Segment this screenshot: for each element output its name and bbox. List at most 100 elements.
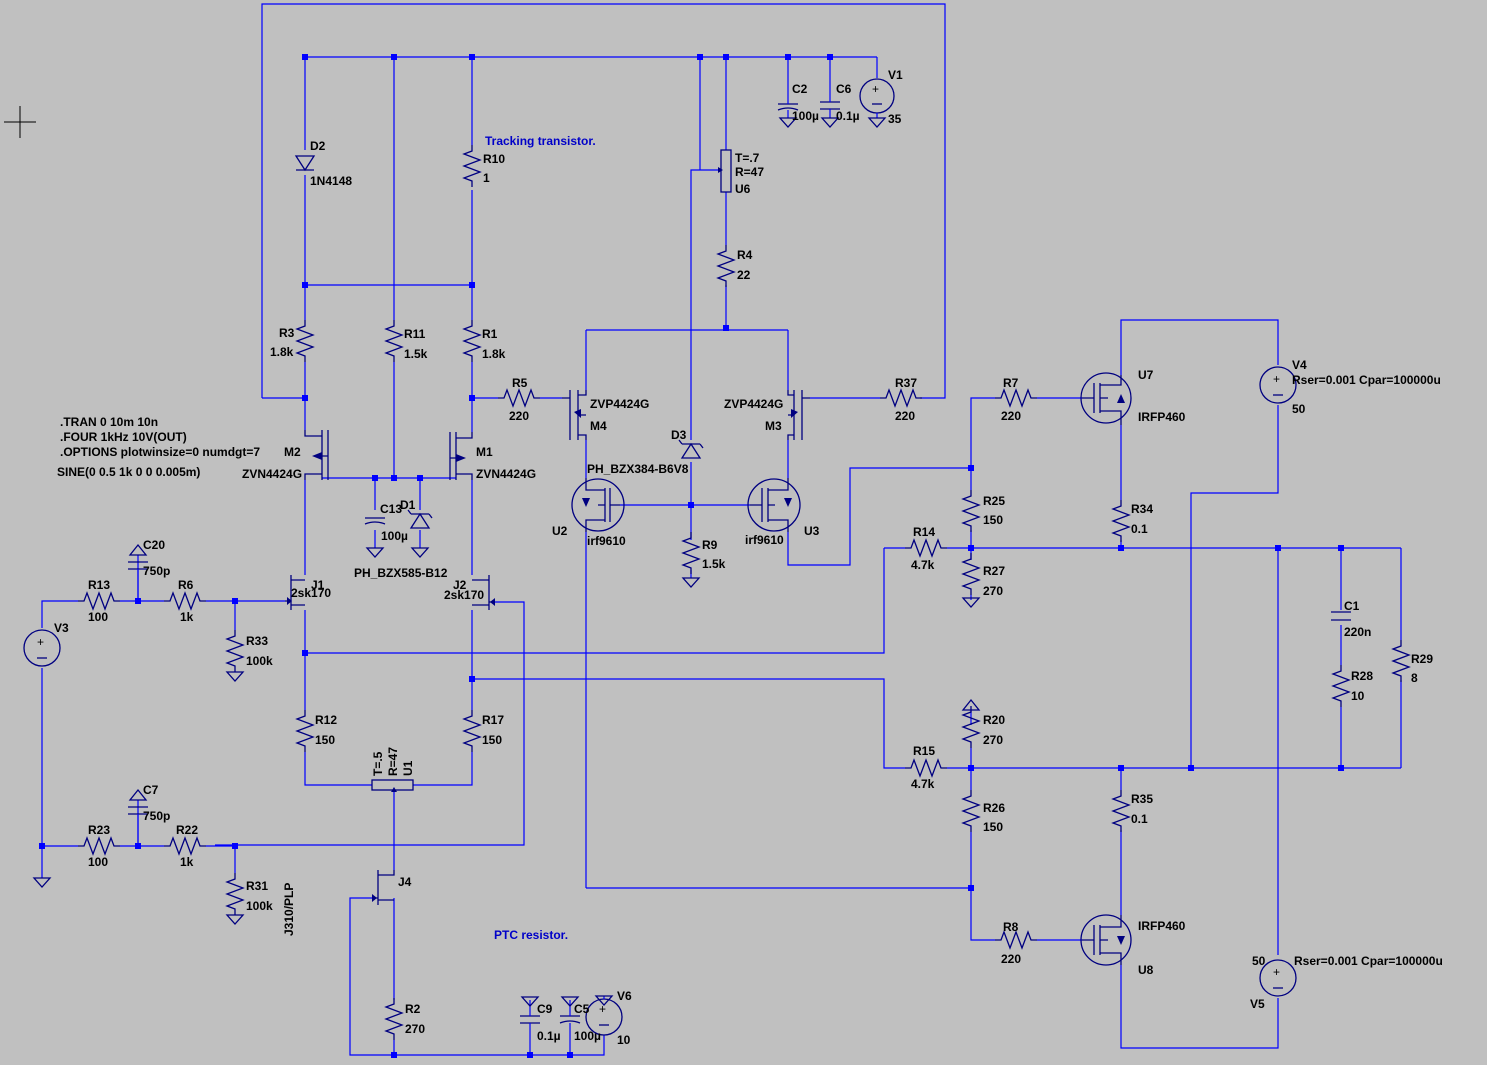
directive-sine: SINE(0 0.5 1k 0 0 0.005m): [57, 465, 200, 479]
v4-label: V4: [1292, 358, 1307, 372]
u1-r: R=47: [386, 747, 400, 776]
r22-value: 1k: [180, 855, 194, 869]
u2-value: irf9610: [587, 534, 626, 548]
m2-value: ZVN4424G: [242, 467, 302, 481]
c20-value: 750p: [143, 564, 170, 578]
cursor-crosshair: [4, 106, 36, 138]
r29-label: R29: [1411, 652, 1433, 666]
svg-text:+: +: [599, 1002, 606, 1016]
r25-label: R25: [983, 494, 1005, 508]
c2-value: 100µ: [792, 109, 819, 123]
r23-value: 100: [88, 855, 108, 869]
u1-label: U1: [401, 760, 415, 776]
r3-label: R3: [279, 326, 295, 340]
r8-value: 220: [1001, 952, 1021, 966]
m4-label: M4: [590, 419, 607, 433]
r12-label: R12: [315, 713, 337, 727]
r14-label: R14: [913, 525, 935, 539]
u1-t: T=.5: [371, 751, 385, 776]
j4-label: J4: [398, 875, 412, 889]
r5-value: 220: [509, 409, 529, 423]
note-tracking-transistor: Tracking transistor.: [485, 134, 596, 148]
v3-label: V3: [54, 621, 69, 635]
r26-label: R26: [983, 801, 1005, 815]
c7-label: C7: [143, 783, 159, 797]
r20-label: R20: [983, 713, 1005, 727]
m4-value: ZVP4424G: [590, 397, 649, 411]
r26-value: 150: [983, 820, 1003, 834]
d1-value: PH_BZX585-B12: [354, 566, 448, 580]
m2-label: M2: [284, 445, 301, 459]
c6-value: 0.1µ: [836, 109, 860, 123]
u8-label: U8: [1138, 963, 1154, 977]
d3-value: PH_BZX384-B6V8: [587, 462, 689, 476]
c1-value: 220n: [1344, 625, 1371, 639]
u6-r: R=47: [735, 165, 764, 179]
r10-value: 1: [483, 171, 490, 185]
v4-value: 50: [1292, 402, 1306, 416]
r6-label: R6: [178, 578, 194, 592]
r10-label: R10: [483, 152, 505, 166]
m1-value: ZVN4424G: [476, 467, 536, 481]
u2-label: U2: [552, 524, 568, 538]
c7-value: 750p: [143, 809, 170, 823]
v1-label: V1: [888, 68, 903, 82]
c5-value: 100µ: [574, 1029, 601, 1043]
r27-value: 270: [983, 584, 1003, 598]
r1-label: R1: [482, 327, 498, 341]
r14-value: 4.7k: [911, 558, 935, 572]
r28-value: 10: [1351, 689, 1365, 703]
v5-label: V5: [1250, 997, 1265, 1011]
r8-label: R8: [1003, 920, 1019, 934]
r22-label: R22: [176, 823, 198, 837]
u6-label: U6: [735, 182, 751, 196]
r29-value: 8: [1411, 671, 1418, 685]
v5-value: 50: [1252, 954, 1266, 968]
d2-value: 1N4148: [310, 174, 352, 188]
r35-value: 0.1: [1131, 812, 1148, 826]
c2-label: C2: [792, 82, 808, 96]
d1-label: D1: [400, 498, 416, 512]
wires: [41, 3, 1402, 1056]
r12-value: 150: [315, 733, 335, 747]
directives: .TRAN 0 10m 10n .FOUR 1kHz 10V(OUT) .OPT…: [57, 415, 260, 479]
r17-value: 150: [482, 733, 502, 747]
j4-value: J310/PLP: [282, 883, 296, 936]
v6-value: 10: [617, 1033, 631, 1047]
r4-label: R4: [737, 248, 753, 262]
r11-value: 1.5k: [404, 347, 428, 361]
u3-label: U3: [804, 524, 820, 538]
u6-t: T=.7: [735, 151, 760, 165]
r31-label: R31: [246, 879, 268, 893]
c20-label: C20: [143, 538, 165, 552]
junctions: [39, 54, 1344, 1058]
r1-value: 1.8k: [482, 347, 506, 361]
c13-label: C13: [380, 502, 402, 516]
r2-label: R2: [405, 1002, 421, 1016]
r33-value: 100k: [246, 654, 273, 668]
component-symbols: +: [23, 78, 1410, 1041]
r3-value: 1.8k: [270, 345, 294, 359]
r11-label: R11: [404, 327, 426, 341]
svg-text:+: +: [1273, 965, 1280, 979]
r27-label: R27: [983, 564, 1005, 578]
c1-label: C1: [1344, 599, 1360, 613]
r15-value: 4.7k: [911, 777, 935, 791]
r34-value: 0.1: [1131, 522, 1148, 536]
d2-label: D2: [310, 139, 326, 153]
r15-label: R15: [913, 744, 935, 758]
r13-label: R13: [88, 578, 110, 592]
r13-value: 100: [88, 610, 108, 624]
r2-value: 270: [405, 1022, 425, 1036]
c9-value: 0.1µ: [537, 1029, 561, 1043]
r25-value: 150: [983, 513, 1003, 527]
component-labels: D2 1N4148 R10 1 C2 100µ C6 0.1µ V1 35 T=…: [54, 68, 1443, 1047]
r33-label: R33: [246, 634, 268, 648]
svg-text:+: +: [872, 82, 879, 96]
v6-label: V6: [617, 989, 632, 1003]
note-ptc-resistor: PTC resistor.: [494, 928, 568, 942]
v5-params: Rser=0.001 Cpar=100000u: [1294, 954, 1443, 968]
m3-label: M3: [765, 419, 782, 433]
r20-value: 270: [983, 733, 1003, 747]
